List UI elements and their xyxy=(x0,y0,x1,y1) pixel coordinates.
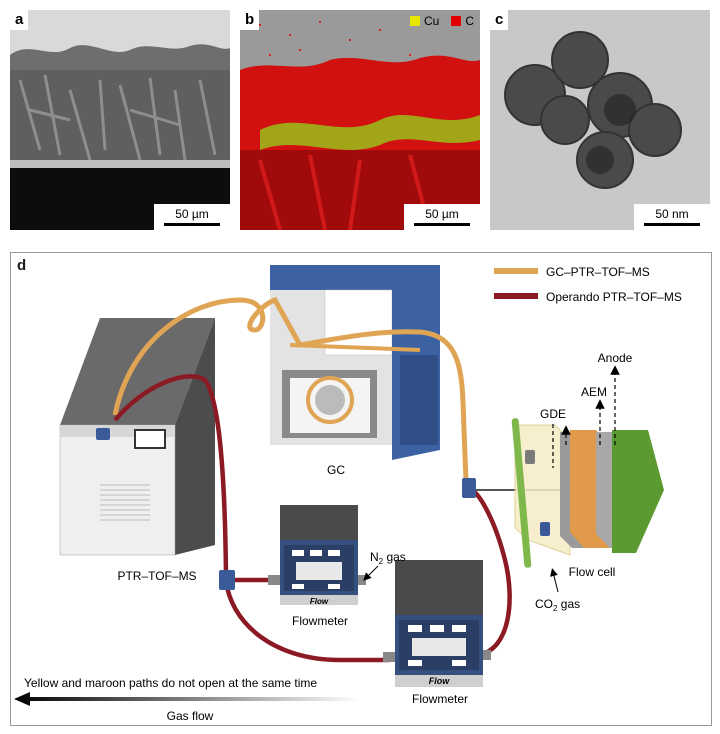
scale-text-a: 50 µm xyxy=(175,207,209,221)
label-gde: GDE xyxy=(540,407,566,421)
flow-tag-2: Flow xyxy=(429,676,450,686)
scale-line-c xyxy=(644,223,700,226)
tem-particles-image xyxy=(490,10,710,230)
label-gc: GC xyxy=(327,463,345,477)
gc-instrument xyxy=(270,265,440,460)
tee-connector-right xyxy=(462,478,476,498)
label-flowmeter-2: Flowmeter xyxy=(412,692,468,706)
ptr-tof-ms-instrument xyxy=(59,318,215,556)
ptr-inlet-connector xyxy=(96,428,110,440)
scale-bar-c: 50 nm xyxy=(634,204,710,230)
gas-flow-arrow xyxy=(14,692,360,706)
legend-label-cu: Cu xyxy=(423,14,440,28)
flow-cell xyxy=(511,418,664,568)
legend-swatch-cu xyxy=(409,16,420,26)
flowmeter-1 xyxy=(268,505,366,605)
gas-tube xyxy=(511,418,532,568)
legend-text-operando: Operando PTR–TOF–MS xyxy=(546,290,682,304)
label-flow-cell: Flow cell xyxy=(569,565,616,579)
panel-a-sem-image: a 50 µm xyxy=(10,10,230,230)
gc-ptr-tof-ms-tubing xyxy=(112,296,469,481)
legend-text-gc: GC–PTR–TOF–MS xyxy=(546,265,650,279)
operando-loop-tubing xyxy=(223,579,390,663)
label-anode: Anode xyxy=(598,351,633,365)
flow-tag-1: Flow xyxy=(310,597,329,606)
legend-swatch-c xyxy=(451,16,462,26)
panel-label-c: c xyxy=(490,10,509,30)
gc-branch-inside xyxy=(289,343,421,352)
n2-pointer-arrow xyxy=(363,565,379,581)
scale-bar-b: 50 µm xyxy=(404,204,480,230)
scale-line-b xyxy=(414,223,470,226)
scale-text-b: 50 µm xyxy=(425,207,459,221)
scale-line-a xyxy=(164,223,220,226)
legend-label-c: C xyxy=(465,14,474,28)
label-gas-flow: Gas flow xyxy=(167,709,214,723)
panel-label-d: d xyxy=(17,257,27,274)
operando-to-cell-tubing xyxy=(470,488,512,658)
label-co2-gas: CO2 gas xyxy=(535,597,580,613)
panel-c-tem-image: c 50 nm xyxy=(490,10,710,230)
sem-cross-section-image xyxy=(10,10,230,230)
panel-b-eds-map: b Cu C 50 µm xyxy=(240,10,480,230)
panel-label-a: a xyxy=(10,10,29,30)
scale-bar-a: 50 µm xyxy=(154,204,230,230)
panel-label-b: b xyxy=(240,10,260,30)
label-ptr-tof-ms: PTR–TOF–MS xyxy=(117,569,196,583)
operando-ptr-tof-ms-tubing xyxy=(113,374,229,576)
panel-d-setup-schematic: d xyxy=(10,252,712,726)
co2-pointer-arrow xyxy=(550,568,559,593)
label-flowmeter-1: Flowmeter xyxy=(292,614,348,628)
label-aem: AEM xyxy=(581,385,607,399)
scale-text-c: 50 nm xyxy=(655,207,689,221)
flowmeter-2 xyxy=(383,560,491,687)
label-note: Yellow and maroon paths do not open at t… xyxy=(24,676,317,690)
eds-map-image xyxy=(240,10,480,230)
label-n2-gas: N2 gas xyxy=(370,550,406,566)
tee-connector-left xyxy=(219,570,235,590)
eds-legend: Cu C xyxy=(409,14,474,28)
